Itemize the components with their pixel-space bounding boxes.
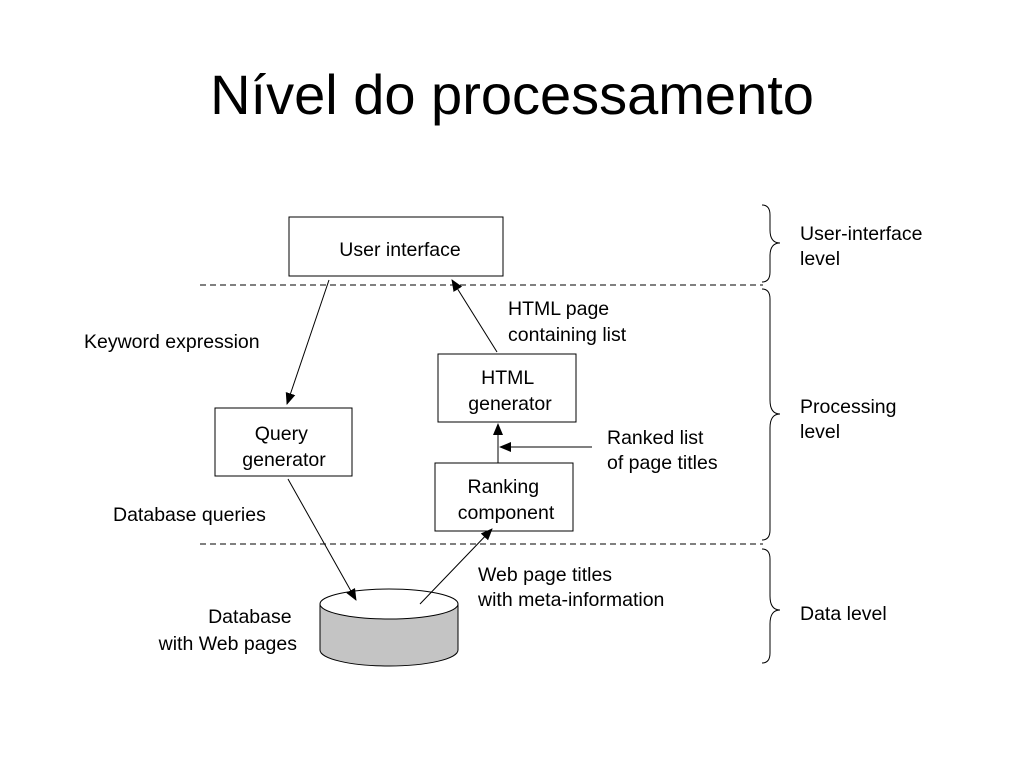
processing-level-brace [761, 288, 781, 541]
ranking-component-box: Ranking component [434, 462, 574, 532]
arrow-html-page [451, 279, 498, 353]
database-cylinder [319, 588, 459, 667]
arrow-database-queries [287, 478, 357, 601]
user-interface-level-brace [761, 204, 781, 283]
user-interface-box: User interface [288, 216, 504, 277]
arrow-keyword-expression [285, 279, 330, 405]
data-level-label: Data level [800, 603, 887, 625]
keyword-expression-label: Keyword expression [84, 331, 260, 353]
html-generator-label: HTML generator [468, 367, 552, 415]
user-interface-level-label: User-interface level [800, 223, 928, 270]
processing-level-label: Processing level [800, 396, 902, 443]
html-generator-box: HTML generator [437, 353, 577, 423]
web-page-titles-label: Web page titles with meta-information [477, 564, 664, 611]
database-queries-label: Database queries [113, 504, 266, 526]
query-generator-label: Query generator [242, 423, 326, 471]
query-generator-box: Query generator [214, 407, 353, 477]
html-page-label: HTML page containing list [508, 298, 627, 346]
ranked-list-label: Ranked list of page titles [607, 427, 718, 474]
slide-title: Nível do processamento [210, 63, 814, 126]
database-label: Database with Web pages [158, 606, 298, 655]
data-level-brace [761, 548, 781, 664]
ranking-component-label: Ranking component [458, 476, 555, 524]
arrow-web-page-titles [419, 528, 493, 605]
user-interface-label: User interface [339, 239, 460, 261]
